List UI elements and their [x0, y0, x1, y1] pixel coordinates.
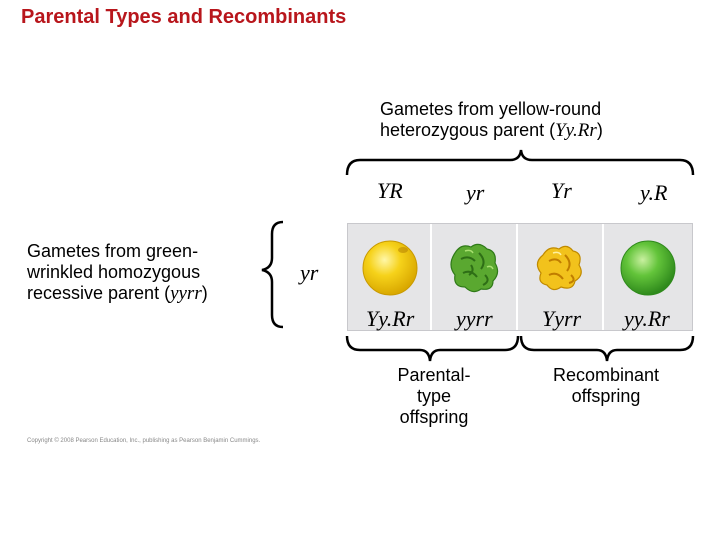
- parental-line1: Parental-: [397, 365, 471, 385]
- top-gametes-suffix: ): [596, 120, 603, 140]
- offspring-genotype-1: Yy.Rr: [366, 306, 415, 331]
- left-parent-genotype: yyrr: [170, 283, 202, 304]
- parental-line3: offspring: [399, 407, 469, 427]
- gamete-yR: y.R: [640, 180, 668, 205]
- recombinant-label: Recombinant offspring: [526, 365, 686, 407]
- left-gametes-line3: recessive parent (yyrr): [27, 283, 208, 304]
- offspring-genotype-3: Yyrr: [542, 306, 582, 331]
- left-gametes-line1: Gametes from green-: [27, 241, 199, 261]
- left-bracket: [261, 220, 284, 329]
- top-parent-genotype: Yy.Rr: [555, 120, 597, 141]
- gamete-Yr: Yr: [551, 178, 572, 203]
- slide-title: Parental Types and Recombinants: [21, 6, 347, 28]
- left-gametes-suffix: ): [201, 283, 208, 303]
- recombinant-line2: offspring: [571, 386, 641, 406]
- left-gametes-label: Gametes from green- wrinkled homozygous …: [27, 241, 208, 304]
- grid-cell: [348, 224, 432, 330]
- top-gametes-prefix: heterozygous parent (: [380, 120, 556, 140]
- recombinant-brace: [519, 335, 695, 362]
- top-gametes-line2: heterozygous parent (Yy.Rr): [380, 120, 603, 141]
- gamete-yr: yr: [466, 180, 485, 205]
- pea-yellow-round: [362, 240, 418, 296]
- pea-green-round: [620, 240, 676, 296]
- left-gamete-yr: yr: [300, 260, 319, 285]
- offspring-genotype-2: yyrr: [456, 306, 493, 331]
- parental-type-label: Parental- type offspring: [364, 365, 504, 428]
- grid-cell: [434, 224, 518, 330]
- grid-cell: [520, 224, 604, 330]
- pea-green-wrinkled: [450, 243, 499, 293]
- peas-layer: [362, 240, 676, 296]
- top-gametes-label: Gametes from yellow-round heterozygous p…: [380, 99, 603, 141]
- parental-brace: [345, 335, 520, 362]
- gamete-YR: YR: [377, 178, 403, 203]
- top-brace: [345, 149, 695, 176]
- offspring-genotype-4: yy.Rr: [624, 306, 670, 331]
- top-gametes-line1: Gametes from yellow-round: [380, 99, 602, 119]
- parental-line2: type: [416, 386, 452, 406]
- copyright-notice: Copyright © 2008 Pearson Education, Inc.…: [27, 438, 261, 444]
- left-gametes-prefix: recessive parent (: [27, 283, 171, 303]
- pea-yellow-wrinkled: [536, 245, 582, 291]
- recombinant-line1: Recombinant: [552, 365, 660, 385]
- left-gametes-line2: wrinkled homozygous: [27, 262, 201, 282]
